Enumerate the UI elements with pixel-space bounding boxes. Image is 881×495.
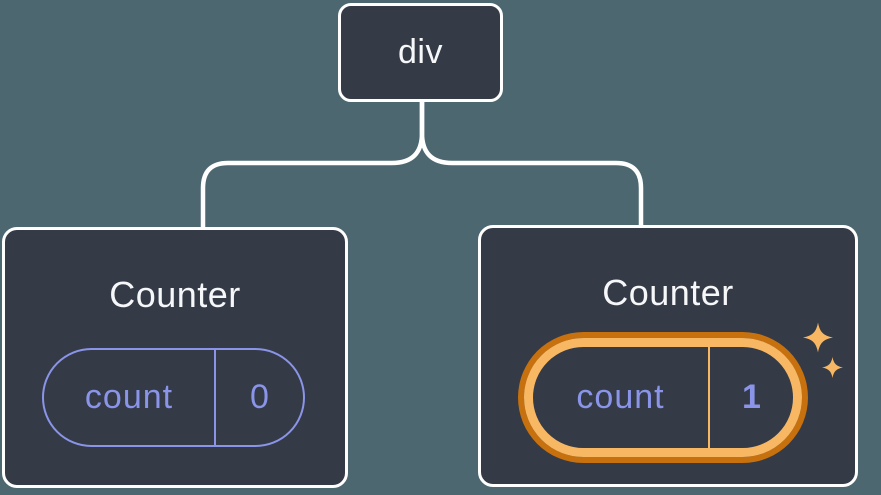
state-pill: count 0 xyxy=(42,348,305,447)
connector-left-branch xyxy=(200,101,425,229)
state-value: 1 xyxy=(742,378,761,416)
card-title: Counter xyxy=(109,274,241,315)
state-key-label: count xyxy=(44,350,216,445)
connector-right-branch xyxy=(419,101,644,227)
state-value: 0 xyxy=(250,378,269,416)
counter-card-left: Counter count 0 xyxy=(2,227,348,488)
state-pill-highlighted: count 1 xyxy=(524,338,802,457)
root-node-div: div xyxy=(338,3,503,102)
sparkle-icon xyxy=(822,357,843,378)
root-node-label: div xyxy=(398,33,443,71)
sparkle-icon xyxy=(803,322,833,353)
card-title: Counter xyxy=(602,272,734,313)
state-key-label: count xyxy=(533,347,710,448)
counter-card-right: Counter count 1 xyxy=(478,225,858,487)
